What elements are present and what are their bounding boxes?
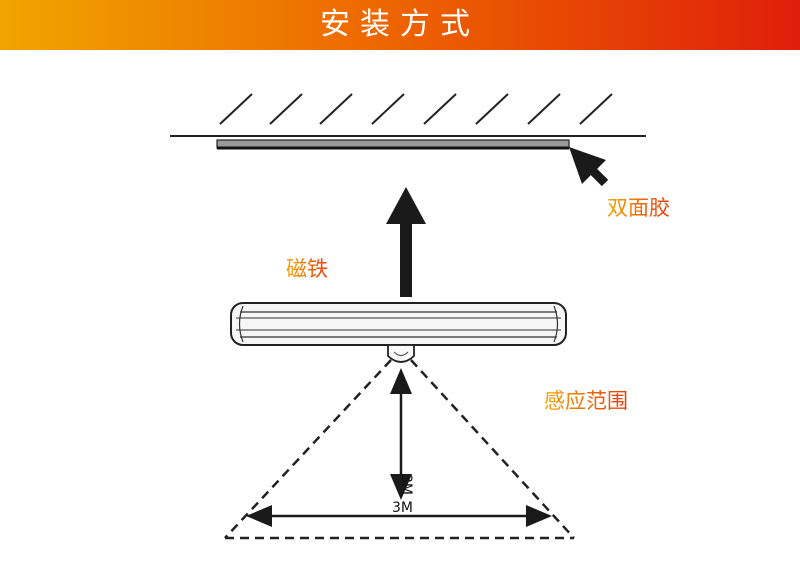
banner-title: 安装方式: [320, 7, 480, 42]
vertical-distance-label: 3M: [398, 474, 414, 495]
light-bar: [230, 302, 567, 346]
detection-range-cone: [224, 359, 575, 540]
motion-sensor-icon: [387, 344, 415, 363]
label-sensing-range: 感应范围: [544, 385, 628, 415]
horizontal-distance-label: 3M: [392, 500, 413, 516]
horizontal-range-arrow-icon: [246, 505, 552, 527]
label-double-sided-tape: 双面胶: [607, 192, 670, 222]
ceiling-hatching: [219, 93, 613, 125]
mounting-arrow-icon: [386, 187, 426, 297]
title-banner: [0, 0, 800, 50]
tape-pointer-arrow-icon: [569, 147, 609, 187]
vertical-range-arrow-icon: [390, 368, 412, 500]
label-magnet: 磁铁: [286, 253, 328, 283]
